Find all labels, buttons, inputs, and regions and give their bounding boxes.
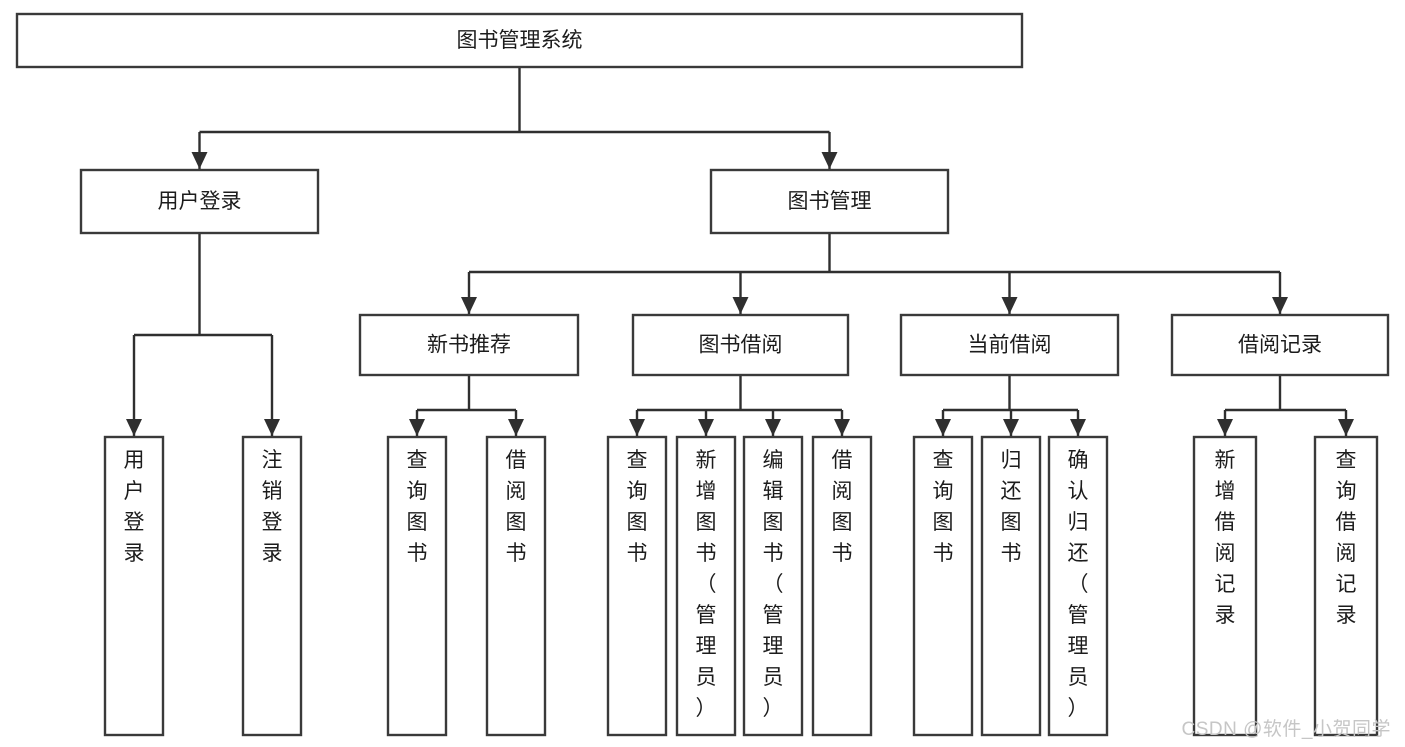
node-label: 用户登录 [158,190,242,213]
node-label: 查询借阅记录 [1336,449,1357,627]
node-add-borrow-record[interactable]: 新增借阅记录 [1192,435,1258,737]
node-root[interactable]: 图书管理系统 [15,12,1024,69]
arrow-head-icon [732,297,749,314]
node-borrow-book-1[interactable]: 借阅图书 [485,435,547,737]
arrow-head-icon [935,419,951,436]
node-box [675,435,737,737]
node-box [1170,313,1390,377]
node-box [386,435,448,737]
arrow-head-icon [1217,419,1233,436]
node-box [1313,435,1379,737]
node-box [358,313,580,377]
node-label: 图书借阅 [699,334,783,357]
node-label: 当前借阅 [968,334,1052,357]
arrow-head-icon [834,419,850,436]
arrow-head-icon [1001,297,1018,314]
node-current-borrow[interactable]: 当前借阅 [899,313,1120,377]
node-layer: 图书管理系统用户登录用户登录注销登录图书管理新书推荐查询图书借阅图书图书借阅查询… [15,12,1390,737]
node-box [606,435,668,737]
node-label: 新书推荐 [427,334,511,357]
arrow-head-icon [1003,419,1019,436]
node-label: 用户登录 [124,449,145,565]
node-box [15,12,1024,69]
node-borrow-records[interactable]: 借阅记录 [1170,313,1390,377]
node-query-book-1[interactable]: 查询图书 [386,435,448,737]
node-label: 查询图书 [627,449,648,565]
node-label: 注销登录 [262,449,283,565]
arrow-head-icon [264,419,280,436]
node-label: 新增借阅记录 [1215,449,1236,627]
node-label: 图书管理 [788,190,872,213]
arrow-head-icon [126,419,142,436]
node-box [811,435,873,737]
node-box [485,435,547,737]
node-box [103,435,165,737]
node-user-login-do[interactable]: 用户登录 [103,435,165,737]
node-borrow-book-2[interactable]: 借阅图书 [811,435,873,737]
node-box [912,435,974,737]
node-return-book[interactable]: 归还图书 [980,435,1042,737]
node-user-logout[interactable]: 注销登录 [241,435,303,737]
node-box [1192,435,1258,737]
arrow-head-icon [1338,419,1354,436]
node-user-login[interactable]: 用户登录 [79,168,320,235]
csdn-watermark: CSDN @软件_小贺同学 [1181,719,1391,740]
node-query-book-2[interactable]: 查询图书 [606,435,668,737]
connector-layer [126,67,1354,436]
node-box [631,313,850,377]
node-box [742,435,804,737]
arrow-head-icon [409,419,425,436]
node-book-borrow[interactable]: 图书借阅 [631,313,850,377]
arrow-head-icon [765,419,781,436]
node-label: 查询图书 [933,449,954,565]
node-label: 借阅图书 [832,449,853,565]
arrow-head-icon [1272,297,1288,314]
node-query-borrow-record[interactable]: 查询借阅记录 [1313,435,1379,737]
node-box [709,168,950,235]
node-label: 归还图书 [1001,449,1022,565]
node-confirm-return-admin[interactable]: 确认归还（管理员） [1047,435,1109,737]
node-query-book-3[interactable]: 查询图书 [912,435,974,737]
node-new-book-recommend[interactable]: 新书推荐 [358,313,580,377]
node-label: 确认归还（管理员） [1068,449,1089,720]
node-label: 借阅记录 [1238,334,1322,357]
node-label: 图书管理系统 [457,29,583,52]
arrow-head-icon [698,419,714,436]
arrow-head-icon [821,152,838,169]
node-box [1047,435,1109,737]
arrow-head-icon [191,152,208,169]
node-edit-book-admin[interactable]: 编辑图书（管理员） [742,435,804,737]
node-box [241,435,303,737]
arrow-head-icon [1070,419,1086,436]
node-label: 查询图书 [407,449,428,565]
arrow-head-icon [461,297,477,314]
node-label: 编辑图书（管理员） [763,449,784,720]
node-book-management[interactable]: 图书管理 [709,168,950,235]
arrow-head-icon [629,419,645,436]
arrow-head-icon [508,419,524,436]
node-label: 新增图书（管理员） [696,449,717,720]
node-box [79,168,320,235]
node-add-book-admin[interactable]: 新增图书（管理员） [675,435,737,737]
node-box [980,435,1042,737]
node-box [899,313,1120,377]
node-label: 借阅图书 [506,449,527,565]
